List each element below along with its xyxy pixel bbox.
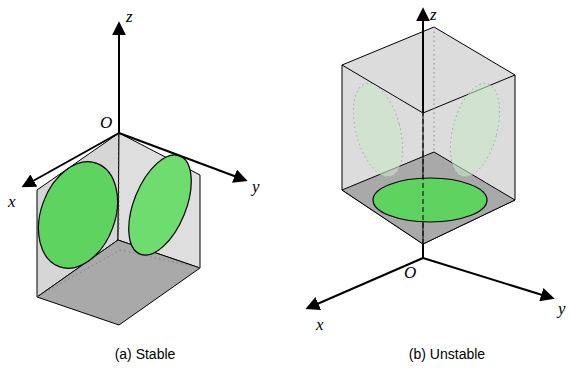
stable-cube [24, 133, 204, 325]
origin-label: O [100, 114, 112, 131]
caption: (a) Stable [115, 347, 176, 361]
caption: (b) Unstable [409, 347, 485, 361]
unstable-cube [342, 27, 515, 244]
axis-label: y [252, 178, 260, 195]
axis-label: x [8, 193, 16, 210]
axis-label: y [558, 300, 566, 317]
axis-label: x [316, 316, 324, 333]
unstable-axes [308, 10, 552, 308]
axis-label: z [126, 8, 133, 25]
origin-label: O [404, 264, 416, 281]
axis-label: z [430, 6, 437, 23]
stable-axes [24, 24, 245, 186]
